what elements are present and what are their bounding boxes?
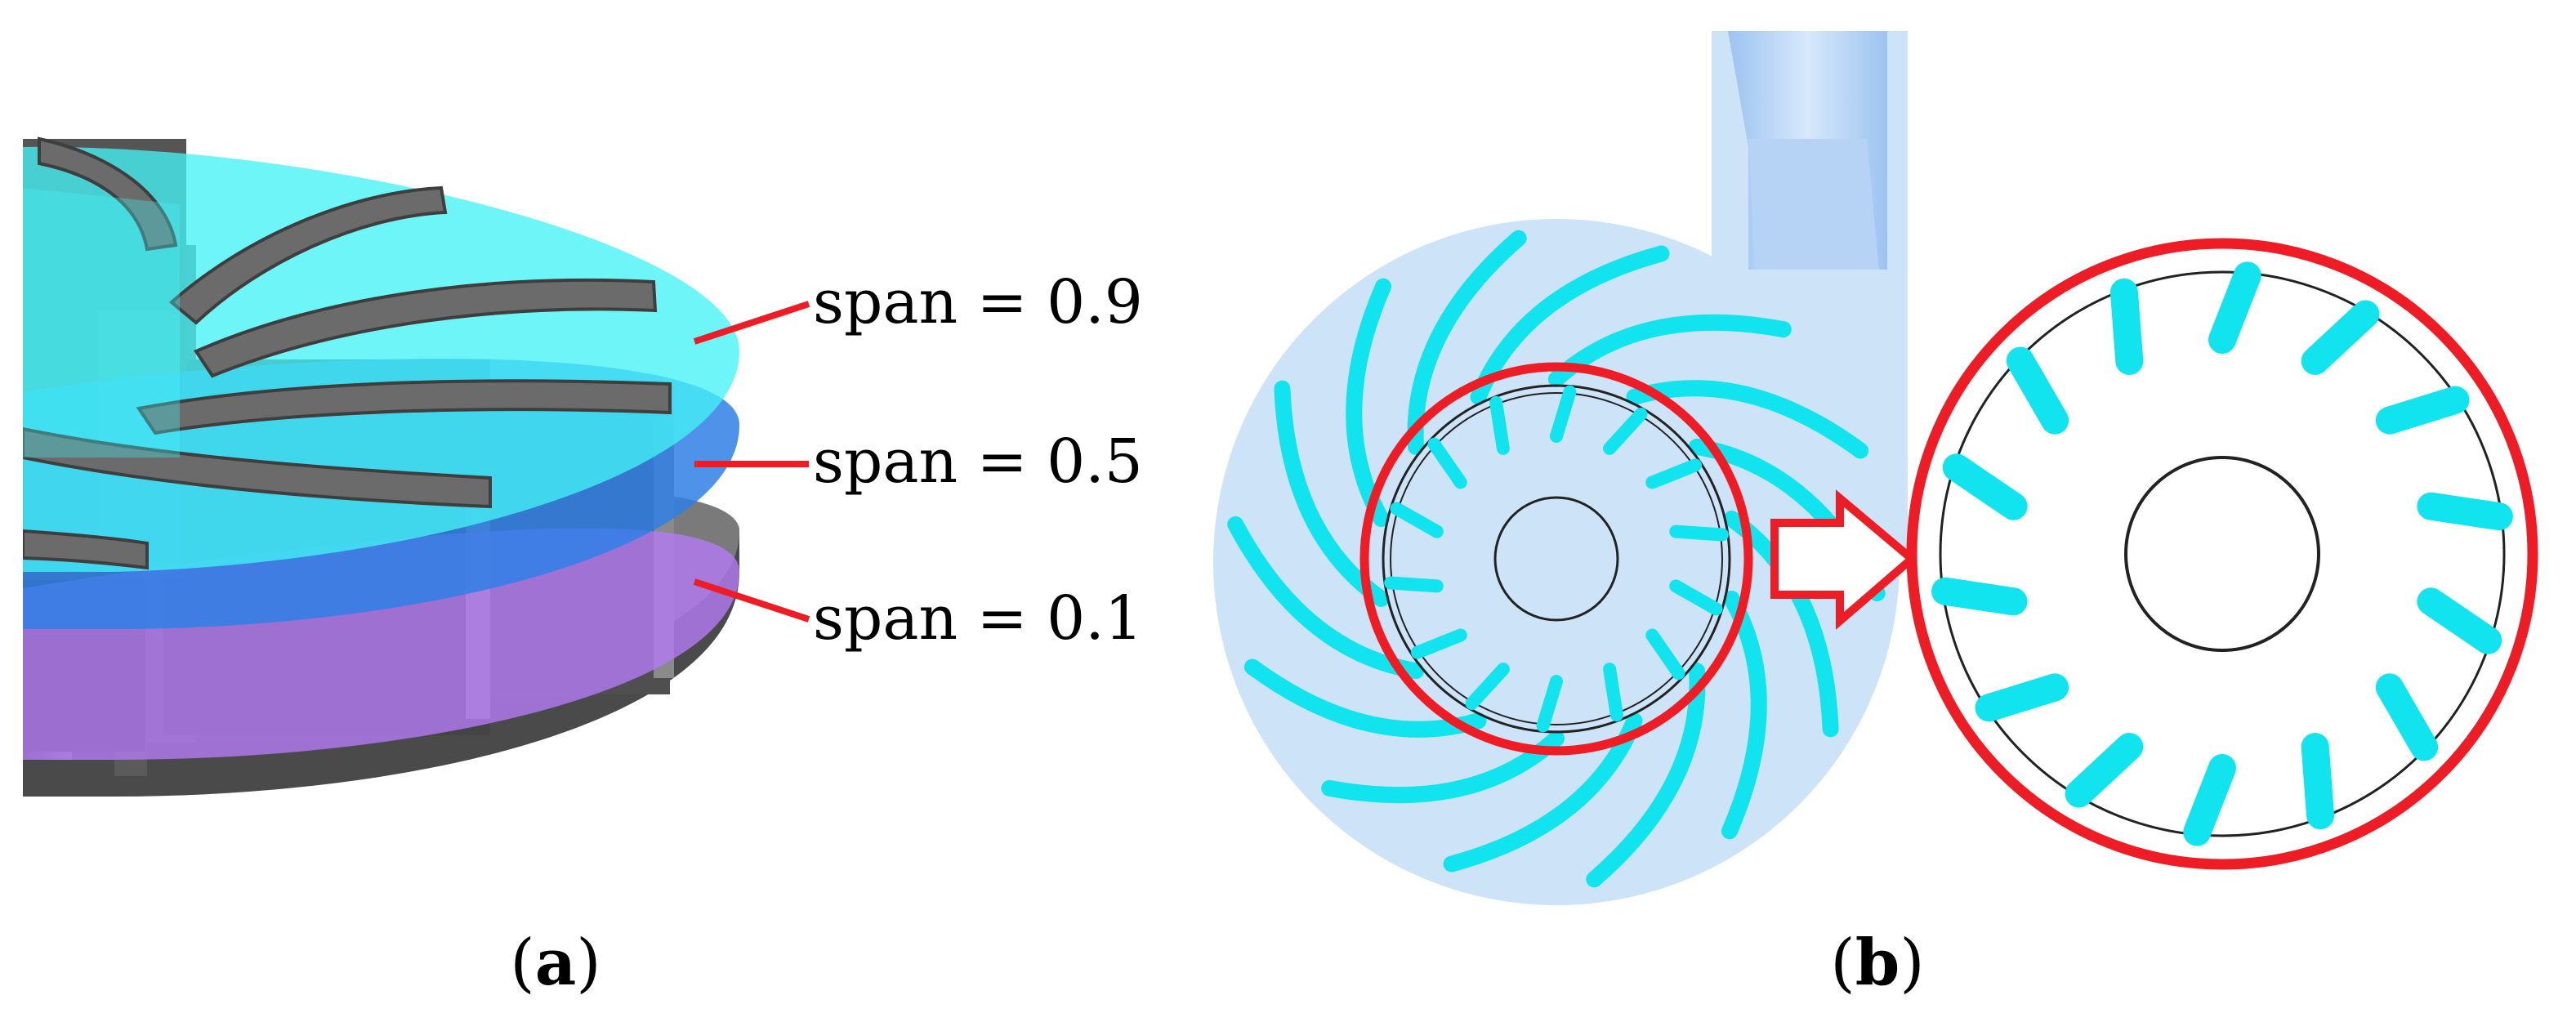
enlarged-impeller-view — [1906, 238, 2538, 870]
outer-blade — [1407, 230, 1527, 455]
inner-blades-small — [1384, 385, 1729, 733]
outer-blade — [1626, 380, 1869, 459]
inner-blade — [2109, 278, 2144, 375]
impeller-outer-edge-small — [1382, 384, 1731, 734]
inner-blades-large — [1931, 261, 2513, 846]
caption-b: (b) — [1830, 926, 1924, 1000]
inner-blade — [1411, 628, 1467, 659]
outer-blade — [1586, 663, 1706, 888]
outer-blade — [1321, 730, 1565, 804]
outer-blade — [1227, 516, 1424, 680]
inner-blade — [2417, 492, 2513, 531]
impeller-outer-edge-large — [1939, 270, 2506, 837]
impeller-inner-edge-small — [1390, 392, 1723, 725]
inner-blade — [1550, 385, 1577, 443]
outer-blade — [1721, 590, 1767, 840]
inner-blade — [2208, 261, 2261, 354]
outer-blade — [1346, 278, 1392, 528]
inner-blade — [1931, 577, 2028, 616]
inner-blade — [1975, 673, 2069, 722]
panel-a-impeller-3d: span = 0.9 span = 0.5 span = 0.1 (a) — [23, 136, 1143, 1000]
inner-blade — [2301, 733, 2335, 830]
inner-blade — [2375, 673, 2439, 761]
inner-blade — [1669, 579, 1723, 616]
blade-wall-translucent — [23, 188, 180, 457]
volute-casing — [1213, 31, 1908, 905]
inner-blade — [1942, 453, 2028, 520]
inner-blade — [1603, 663, 1623, 722]
outer-blade — [1443, 712, 1643, 873]
inner-blade — [1603, 408, 1648, 455]
outer-blade — [1274, 380, 1390, 607]
inner-blade — [1669, 524, 1729, 542]
leader-line-span-0.1 — [693, 578, 810, 623]
outer-blades — [1227, 230, 1886, 888]
inner-blade — [1536, 675, 1563, 733]
highlight-circle-small — [1359, 362, 1753, 756]
inner-blade — [2417, 587, 2502, 654]
label-span-0.5: span = 0.5 — [813, 426, 1143, 497]
hub-circle-large — [2124, 456, 2320, 652]
label-span-0.1: span = 0.1 — [813, 583, 1143, 654]
blade-tops — [23, 136, 672, 570]
hub-circle-small — [1493, 496, 1619, 622]
inner-blade — [1645, 458, 1702, 489]
zoom-arrow-icon — [1770, 489, 1918, 630]
panel-b-impeller-top-view: (b) — [1213, 31, 2538, 1000]
outer-blade — [1548, 314, 1792, 387]
inner-blade — [1384, 576, 1444, 593]
inner-blade — [1645, 628, 1685, 681]
caption-a: (a) — [510, 926, 600, 1000]
inner-blade — [1390, 502, 1444, 538]
inner-blade — [2183, 754, 2236, 846]
inner-blade — [1427, 437, 1467, 489]
inner-blade — [2301, 300, 2380, 375]
outer-blade — [1470, 245, 1670, 405]
highlight-circle-large — [1906, 238, 2538, 870]
inner-blade — [1465, 663, 1510, 710]
outer-blade — [1243, 658, 1487, 738]
leader-line-span-0.9 — [693, 301, 810, 345]
label-span-0.9: span = 0.9 — [813, 267, 1143, 337]
outer-blade — [1723, 511, 1839, 738]
inner-blade — [1489, 395, 1510, 455]
inner-blade — [2006, 346, 2069, 435]
inner-blade — [2375, 386, 2470, 435]
inner-blade — [2065, 733, 2144, 808]
